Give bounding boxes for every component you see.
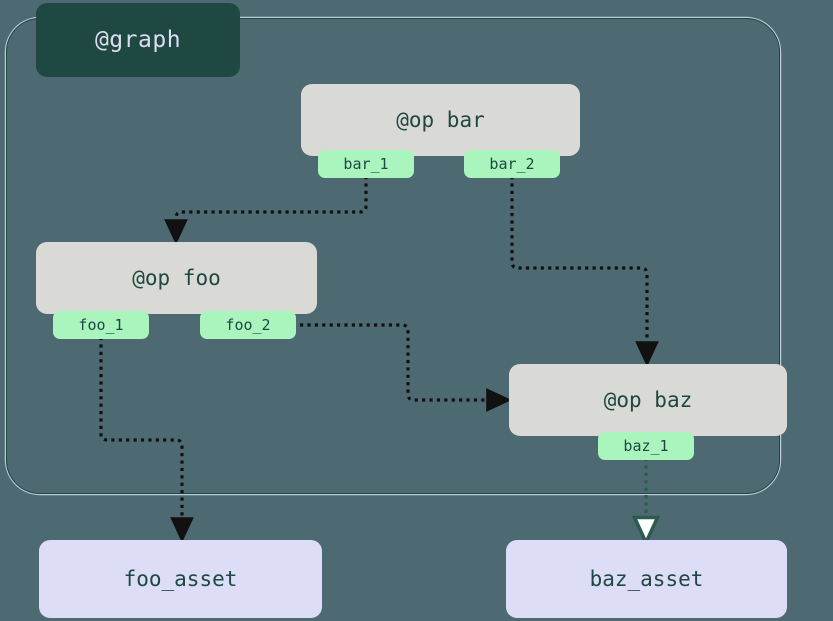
- op-node-baz[interactable]: @op baz: [509, 364, 787, 436]
- op-node-label: @op bar: [396, 108, 485, 132]
- op-node-label: @op baz: [603, 388, 693, 412]
- op-port-label: bar_1: [343, 155, 389, 173]
- graph-label-text: @graph: [94, 27, 182, 53]
- op-node-foo[interactable]: @op foo: [36, 242, 317, 314]
- op-port-baz_1[interactable]: baz_1: [598, 432, 694, 460]
- op-node-bar[interactable]: @op bar: [301, 84, 580, 156]
- op-port-label: bar_2: [489, 155, 535, 173]
- asset-node-label: foo_asset: [123, 567, 238, 591]
- op-port-label: baz_1: [623, 437, 669, 455]
- op-port-label: foo_1: [78, 316, 124, 334]
- op-port-bar_1[interactable]: bar_1: [318, 150, 414, 178]
- op-port-foo_2[interactable]: foo_2: [200, 311, 296, 339]
- op-port-foo_1[interactable]: foo_1: [53, 311, 149, 339]
- graph-label[interactable]: @graph: [36, 3, 240, 77]
- asset-node-label: baz_asset: [589, 567, 704, 591]
- op-port-label: foo_2: [225, 316, 271, 334]
- op-port-bar_2[interactable]: bar_2: [464, 150, 560, 178]
- asset-node-foo_asset[interactable]: foo_asset: [39, 540, 322, 618]
- op-node-label: @op foo: [132, 266, 221, 290]
- graph-container[interactable]: [6, 18, 780, 494]
- asset-node-baz_asset[interactable]: baz_asset: [506, 540, 787, 618]
